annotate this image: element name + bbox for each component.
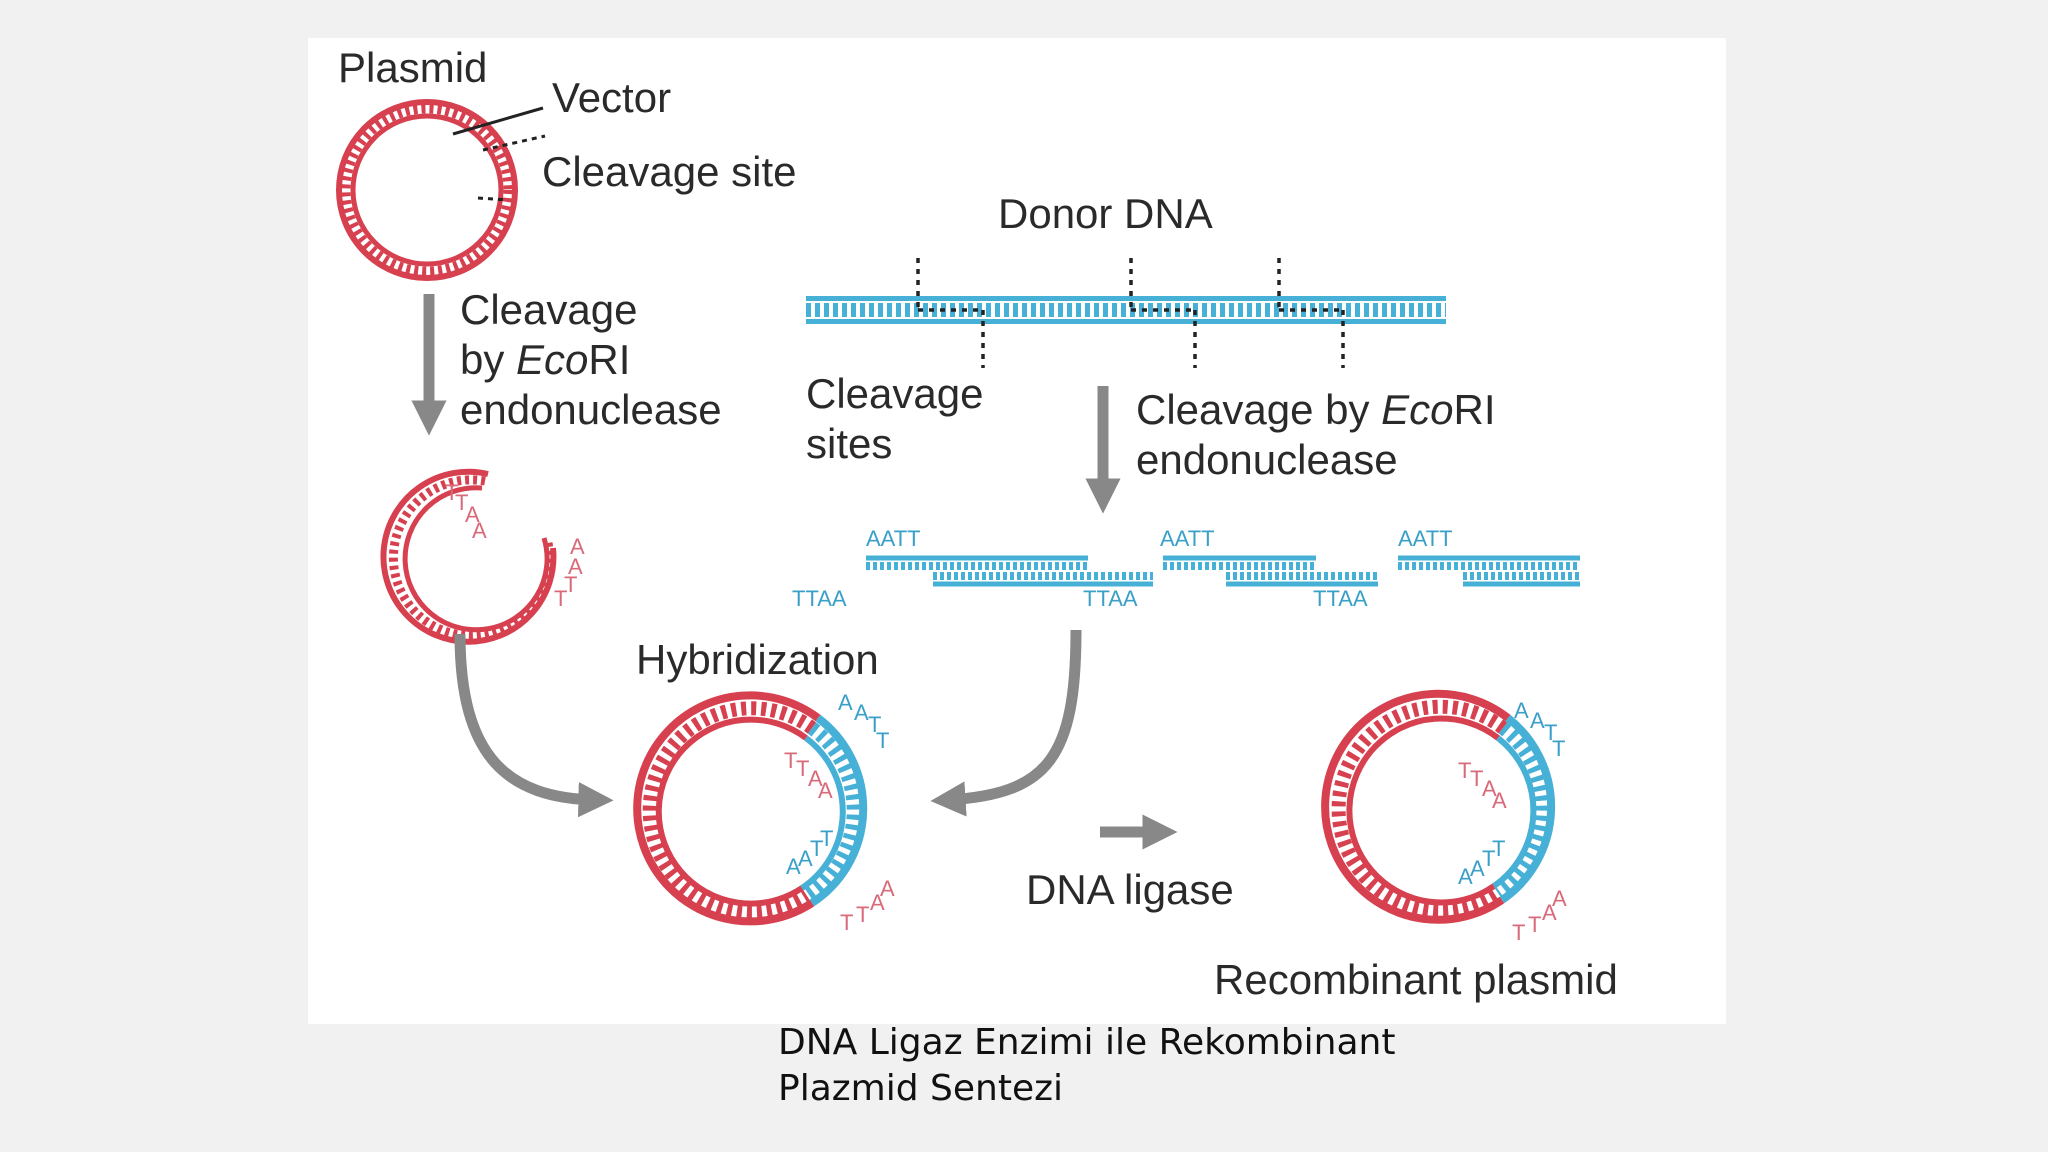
cleavage-site-pointer <box>482 134 546 152</box>
svg-text:A: A <box>1542 900 1557 925</box>
slide-caption: DNA Ligaz Enzimi ile Rekombinant Plazmid… <box>778 1020 1478 1112</box>
svg-text:A: A <box>1470 856 1485 881</box>
cleavage-label-line1: Cleavage <box>460 286 637 333</box>
svg-text:A: A <box>1514 698 1529 723</box>
svg-text:T: T <box>445 480 458 505</box>
svg-text:A: A <box>1552 886 1567 911</box>
vector-label: Vector <box>552 74 671 121</box>
recombinant-dna-diagram: Plasmid Vector Cleavage site Cleavage by… <box>336 44 1618 1003</box>
svg-text:A: A <box>1482 776 1497 801</box>
curved-arrow-left <box>454 633 614 818</box>
caption-line-2: Plazmid Sentezi <box>778 1068 1064 1109</box>
svg-text:T: T <box>1492 836 1505 861</box>
svg-text:A: A <box>838 690 853 715</box>
svg-text:T: T <box>1470 766 1483 791</box>
svg-text:T: T <box>1528 912 1541 937</box>
svg-text:A: A <box>870 890 885 915</box>
svg-text:A: A <box>465 502 480 527</box>
cleavage-sites-line1: Cleavage <box>806 370 983 417</box>
svg-text:A: A <box>570 534 585 559</box>
svg-text:A: A <box>472 518 487 543</box>
svg-text:T: T <box>564 572 577 597</box>
donor-cleavage-line1: Cleavage by EcoRI <box>1136 386 1496 433</box>
hybridization-label: Hybridization <box>636 636 879 683</box>
cleavage-site-label: Cleavage site <box>542 148 796 195</box>
vector-pointer <box>452 106 544 136</box>
svg-text:T: T <box>784 748 797 773</box>
recombinant-plasmid-label: Recombinant plasmid <box>1214 956 1618 1003</box>
svg-text:A: A <box>818 778 833 803</box>
svg-text:T: T <box>1544 720 1557 745</box>
dna-ligase-label: DNA ligase <box>1026 866 1234 913</box>
cleavage-label-line2: by EcoRI <box>460 336 630 383</box>
cleavage-sites-line2: sites <box>806 420 892 467</box>
svg-text:T: T <box>840 910 853 935</box>
svg-text:TTAA: TTAA <box>1083 586 1138 611</box>
svg-text:A: A <box>1492 788 1507 813</box>
svg-text:A: A <box>568 554 583 579</box>
donor-cleavage-marks <box>916 258 1345 368</box>
plasmid-label: Plasmid <box>338 44 487 91</box>
donor-cleavage-line2: endonuclease <box>1136 436 1398 483</box>
svg-text:AATT: AATT <box>1398 526 1453 551</box>
svg-text:AATT: AATT <box>1160 526 1215 551</box>
svg-text:T: T <box>1458 758 1471 783</box>
svg-text:T: T <box>455 490 468 515</box>
curved-arrow-right <box>930 629 1082 817</box>
caption-line-1: DNA Ligaz Enzimi ile Rekombinant <box>778 1022 1396 1063</box>
svg-text:T: T <box>856 902 869 927</box>
dna-fragment-3 <box>1398 555 1580 587</box>
svg-text:T: T <box>876 728 889 753</box>
cleavage-label-line3: endonuclease <box>460 386 722 433</box>
svg-text:T: T <box>1512 920 1525 945</box>
figure-panel: Plasmid Vector Cleavage site Cleavage by… <box>308 38 1726 1024</box>
svg-text:T: T <box>810 836 823 861</box>
hybrid-plasmid <box>633 691 868 926</box>
svg-text:A: A <box>854 700 869 725</box>
dna-fragment-2 <box>1163 555 1378 587</box>
svg-text:T: T <box>1552 736 1565 761</box>
svg-text:AATT: AATT <box>866 526 921 551</box>
donor-dna-label: Donor DNA <box>998 190 1213 237</box>
svg-text:TTAA: TTAA <box>1313 586 1368 611</box>
svg-text:T: T <box>820 826 833 851</box>
svg-text:T: T <box>796 756 809 781</box>
svg-text:A: A <box>808 766 823 791</box>
svg-text:TTAA: TTAA <box>792 586 847 611</box>
donor-dna-strand <box>806 296 1446 324</box>
svg-text:A: A <box>1458 864 1473 889</box>
plasmid-ring <box>336 99 518 281</box>
svg-text:A: A <box>786 854 801 879</box>
dna-fragment-1 <box>866 555 1153 587</box>
svg-text:A: A <box>1530 708 1545 733</box>
svg-text:T: T <box>554 586 567 611</box>
svg-text:A: A <box>880 876 895 901</box>
opened-plasmid <box>380 468 557 645</box>
recombinant-plasmid <box>1321 689 1556 924</box>
svg-text:T: T <box>868 712 881 737</box>
svg-text:A: A <box>798 846 813 871</box>
svg-text:T: T <box>1482 846 1495 871</box>
